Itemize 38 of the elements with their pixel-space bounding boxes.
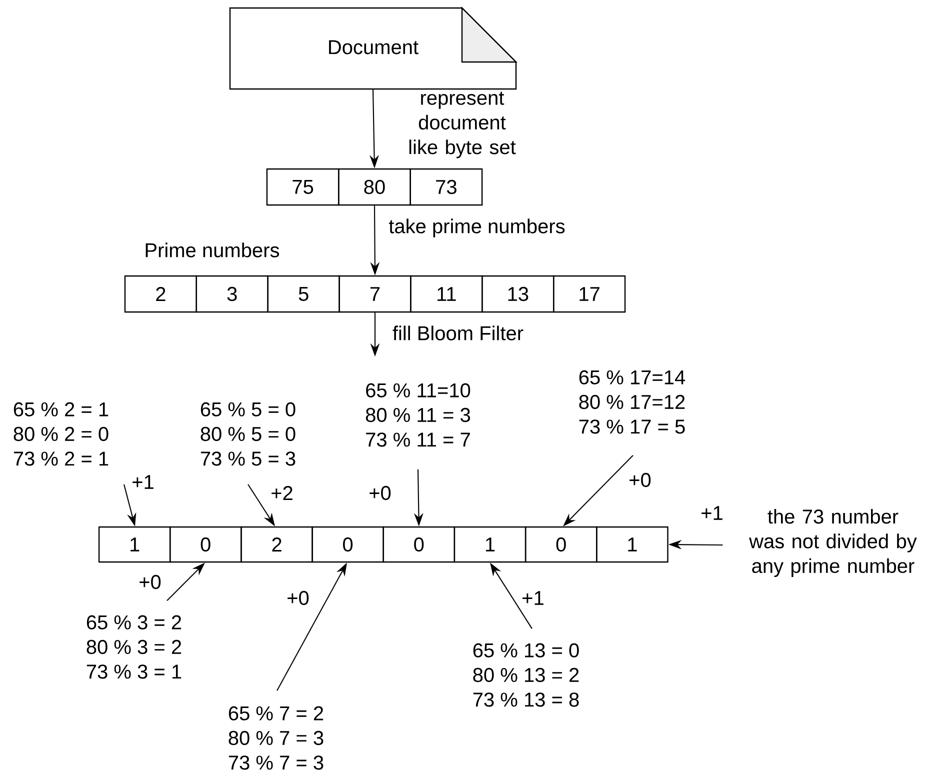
- edge-label: +1: [130, 474, 156, 490]
- filter-cell: 2: [240, 526, 313, 563]
- prime-cell: 5: [267, 275, 340, 313]
- calculation-text: 65 % 3 = 2 80 % 3 = 2 73 % 3 = 1: [86, 615, 182, 679]
- prime-cell: 17: [553, 275, 626, 313]
- filter-cell: 1: [596, 526, 668, 563]
- byte-cell: 75: [266, 168, 340, 206]
- byte-cell: 73: [410, 168, 483, 206]
- prime-cell: 3: [196, 275, 268, 313]
- edge-label: +2: [269, 484, 295, 502]
- calculation-text: 65 % 11=10 80 % 11 = 3 73 % 11 = 7: [366, 383, 470, 447]
- edge-label: +0: [285, 590, 311, 606]
- filter-cell: 1: [454, 526, 526, 563]
- filter-cell: 0: [169, 526, 242, 563]
- filter-cell: 0: [524, 526, 598, 563]
- calculation-text: 65 % 13 = 0 80 % 13 = 2 73 % 13 = 8: [473, 643, 579, 707]
- edge-label: represent document like byte set: [390, 90, 534, 160]
- edge-label: take prime numbers: [387, 217, 567, 239]
- filter-cell: 1: [98, 526, 171, 563]
- prime-cell: 13: [482, 275, 554, 313]
- note-text: the 73 number was not divided by any prime number: [749, 509, 917, 577]
- calculation-text: 65 % 7 = 2 80 % 7 = 3 73 % 7 = 3: [228, 706, 324, 770]
- edge-label: +1: [699, 504, 725, 522]
- calculation-text: 65 % 17=14 80 % 17=12 73 % 17 = 5: [579, 370, 686, 434]
- edge-label: +0: [627, 472, 653, 488]
- byte-cell: 80: [338, 168, 411, 206]
- row-label: Prime numbers: [146, 242, 280, 258]
- prime-cell: 7: [338, 275, 412, 313]
- edge-label: +0: [137, 574, 163, 590]
- filter-cell: 0: [382, 526, 456, 563]
- calculation-text: 65 % 2 = 1 80 % 2 = 0 73 % 2 = 1: [14, 402, 108, 466]
- calculation-text: 65 % 5 = 0 80 % 5 = 0 73 % 5 = 3: [200, 402, 296, 466]
- prime-cell: 11: [410, 275, 483, 313]
- edge-label: fill Bloom Filter: [391, 324, 525, 342]
- edge-label: +0: [367, 484, 393, 502]
- edge-label: +1: [520, 590, 546, 606]
- filter-cell: 0: [312, 526, 384, 563]
- prime-cell: 2: [124, 275, 198, 313]
